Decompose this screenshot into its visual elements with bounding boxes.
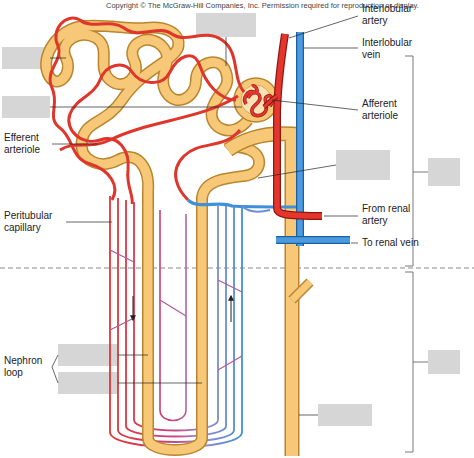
part-label: From renal artery bbox=[362, 203, 418, 227]
interlobular-artery bbox=[277, 34, 322, 216]
collecting-duct bbox=[228, 134, 292, 456]
renal-tubule bbox=[46, 26, 259, 450]
part-label: Peritubular capillary bbox=[4, 210, 66, 234]
blank-callout-box bbox=[2, 96, 50, 118]
vasa-recta bbox=[118, 198, 234, 442]
leader-line bbox=[226, 37, 227, 66]
blank-callout-box bbox=[318, 404, 372, 426]
vasa-recta bbox=[160, 210, 186, 421]
part-label: Nephron loop bbox=[4, 355, 52, 379]
leader-line bbox=[50, 107, 242, 108]
afferent-arteriole bbox=[264, 96, 277, 107]
blank-callout-box bbox=[196, 13, 256, 37]
leader-line bbox=[52, 355, 58, 383]
part-label: Efferent arteriole bbox=[4, 132, 54, 156]
peritubular-capillaries bbox=[50, 18, 244, 204]
venule bbox=[242, 206, 270, 212]
afferent-arteriole bbox=[264, 96, 277, 107]
part-label: Interlobular vein bbox=[362, 37, 424, 61]
interlobular-artery bbox=[277, 34, 322, 216]
capillary-crosslink bbox=[110, 250, 242, 370]
region-bracket bbox=[405, 56, 428, 266]
blank-callout-box bbox=[58, 372, 118, 394]
leader-line bbox=[118, 383, 202, 384]
part-label: Interlobular artery bbox=[362, 3, 424, 27]
leader-line bbox=[118, 355, 148, 356]
capillary bbox=[50, 18, 244, 200]
blank-callout-box bbox=[428, 350, 460, 374]
collecting-duct-branch bbox=[292, 282, 310, 300]
blank-callout-box bbox=[428, 158, 460, 186]
vasa-recta bbox=[126, 200, 226, 437]
venule bbox=[188, 200, 300, 207]
leader-line bbox=[66, 222, 112, 223]
leader-lines bbox=[50, 16, 358, 415]
leader-line bbox=[299, 415, 318, 416]
part-label: Afferent arteriole bbox=[362, 98, 412, 122]
leader-line bbox=[52, 144, 98, 145]
renal-tubule bbox=[46, 26, 259, 450]
vasa-recta bbox=[110, 196, 242, 447]
blank-callout-box bbox=[58, 344, 118, 366]
part-label: To renal vein bbox=[362, 237, 452, 249]
renal-vein-branch bbox=[276, 236, 350, 244]
leader-line bbox=[258, 165, 336, 178]
leader-line bbox=[351, 243, 358, 244]
leader-line bbox=[289, 16, 358, 38]
capillary bbox=[69, 56, 236, 204]
flow-arrow bbox=[231, 296, 232, 322]
capillary bbox=[60, 96, 238, 150]
collecting-duct bbox=[228, 134, 292, 456]
leader-line bbox=[304, 48, 358, 49]
renal-vein-branch bbox=[276, 237, 350, 243]
leader-line bbox=[324, 216, 358, 217]
leader-line bbox=[272, 100, 358, 110]
flow-arrow bbox=[133, 296, 134, 320]
region-bracket bbox=[405, 272, 428, 452]
capillary bbox=[176, 130, 240, 200]
collecting-duct-branch bbox=[292, 282, 310, 300]
region-boundary bbox=[0, 268, 474, 269]
leader-line bbox=[50, 58, 66, 59]
blank-callout-box bbox=[336, 150, 390, 180]
